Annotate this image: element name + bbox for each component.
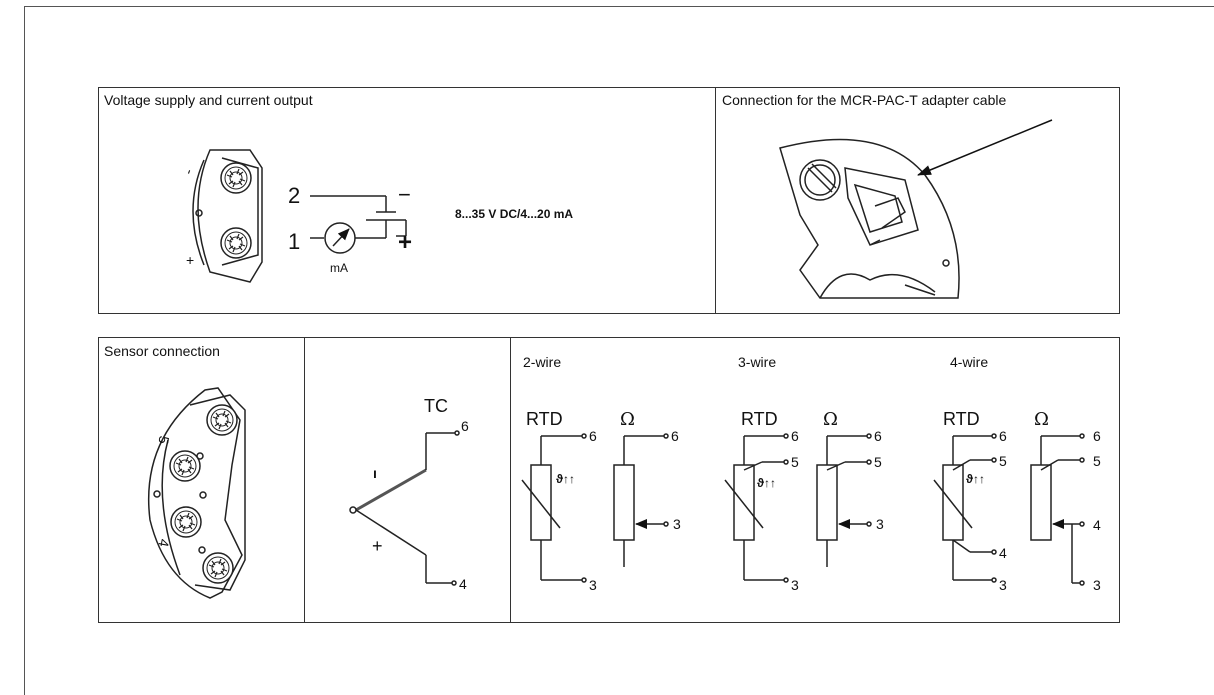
sensor-title: Sensor connection — [104, 343, 220, 359]
pot-2wire-symbol — [613, 433, 669, 567]
rtd-2wire-symbol — [521, 433, 587, 583]
screw-icon — [169, 450, 201, 482]
thermocouple-symbol — [349, 430, 460, 586]
rtd-label-4w: RTD — [943, 409, 980, 429]
adapter-title: Connection for the MCR-PAC-T adapter cab… — [722, 92, 1007, 108]
heading-4-wire: 4-wire — [950, 354, 989, 370]
minus-mark: - — [180, 166, 197, 176]
terminal-1-label: 1 — [288, 229, 300, 254]
plus-mark: + — [186, 252, 194, 268]
supply-title: Voltage supply and current output — [104, 92, 313, 108]
rtd-3wire-symbol — [724, 433, 789, 583]
pot4-terminal-5: 5 — [1093, 453, 1101, 469]
heading-2-wire: 2-wire — [523, 354, 562, 370]
rtd3-terminal-6: 6 — [791, 428, 799, 444]
rtd3-terminal-5: 5 — [791, 454, 799, 470]
terminal-4-mark: 4 — [155, 538, 172, 549]
pot3-terminal-5: 5 — [874, 454, 882, 470]
polarity-plus: + — [398, 229, 412, 256]
tc-terminal-4: 4 — [459, 576, 467, 592]
rtd2-terminal-top: 6 — [589, 428, 597, 444]
pot2-terminal-wiper: 3 — [673, 516, 681, 532]
polarity-minus: − — [398, 182, 411, 207]
heading-3-wire: 3-wire — [738, 354, 777, 370]
rtd-panel — [510, 337, 1120, 623]
ohm-label-4w: Ω — [1034, 409, 1049, 430]
screw-icon — [202, 552, 234, 584]
tc-terminal-6: 6 — [461, 418, 469, 434]
tc-label: TC — [424, 396, 448, 416]
temp-symbol-4w: ϑ↑↑ — [966, 472, 985, 486]
screw-icon — [220, 227, 252, 259]
pot3-terminal-6: 6 — [874, 428, 882, 444]
rtd4-terminal-3: 3 — [999, 577, 1007, 593]
temp-symbol-3w: ϑ↑↑ — [757, 476, 776, 490]
slotted-screw-icon — [799, 159, 841, 201]
screw-icon — [170, 506, 202, 538]
supply-spec: 8...35 V DC/4...20 mA — [455, 207, 573, 221]
page-frame — [24, 6, 1214, 695]
terminal-5-mark: 5 — [155, 435, 172, 446]
pot3-terminal-wiper: 3 — [876, 516, 884, 532]
rtd-label-2w: RTD — [526, 409, 563, 429]
tc-plus-mark: + — [372, 536, 383, 556]
ohm-label-3w: Ω — [823, 409, 838, 430]
rtd4-terminal-4: 4 — [999, 545, 1007, 561]
screw-icon — [206, 404, 238, 436]
connection-arrow — [917, 119, 1053, 176]
pot-4wire-symbol — [1030, 433, 1085, 586]
supply-wiring — [310, 195, 407, 254]
adapter-panel — [715, 87, 1120, 314]
pot4-terminal-wiper: 4 — [1093, 517, 1101, 533]
sensor-block-drawing — [147, 387, 246, 599]
pot-3wire-symbol — [816, 433, 872, 567]
temp-symbol-2w: ϑ↑↑ — [556, 472, 575, 486]
rtd-4wire-symbol — [933, 433, 997, 583]
adapter-housing-drawing — [779, 138, 960, 299]
pot4-terminal-3: 3 — [1093, 577, 1101, 593]
meter-unit: mA — [330, 261, 348, 275]
terminal-2-label: 2 — [288, 183, 300, 208]
ohm-label-2w: Ω — [620, 409, 635, 430]
tc-minus-mark: ı — [373, 465, 377, 481]
rtd2-terminal-bottom: 3 — [589, 577, 597, 593]
rtd4-terminal-5: 5 — [999, 453, 1007, 469]
rtd4-terminal-6: 6 — [999, 428, 1007, 444]
rtd3-terminal-3: 3 — [791, 577, 799, 593]
pot4-terminal-6: 6 — [1093, 428, 1101, 444]
pot2-terminal-top: 6 — [671, 428, 679, 444]
screw-icon — [220, 162, 252, 194]
rtd-label-3w: RTD — [741, 409, 778, 429]
